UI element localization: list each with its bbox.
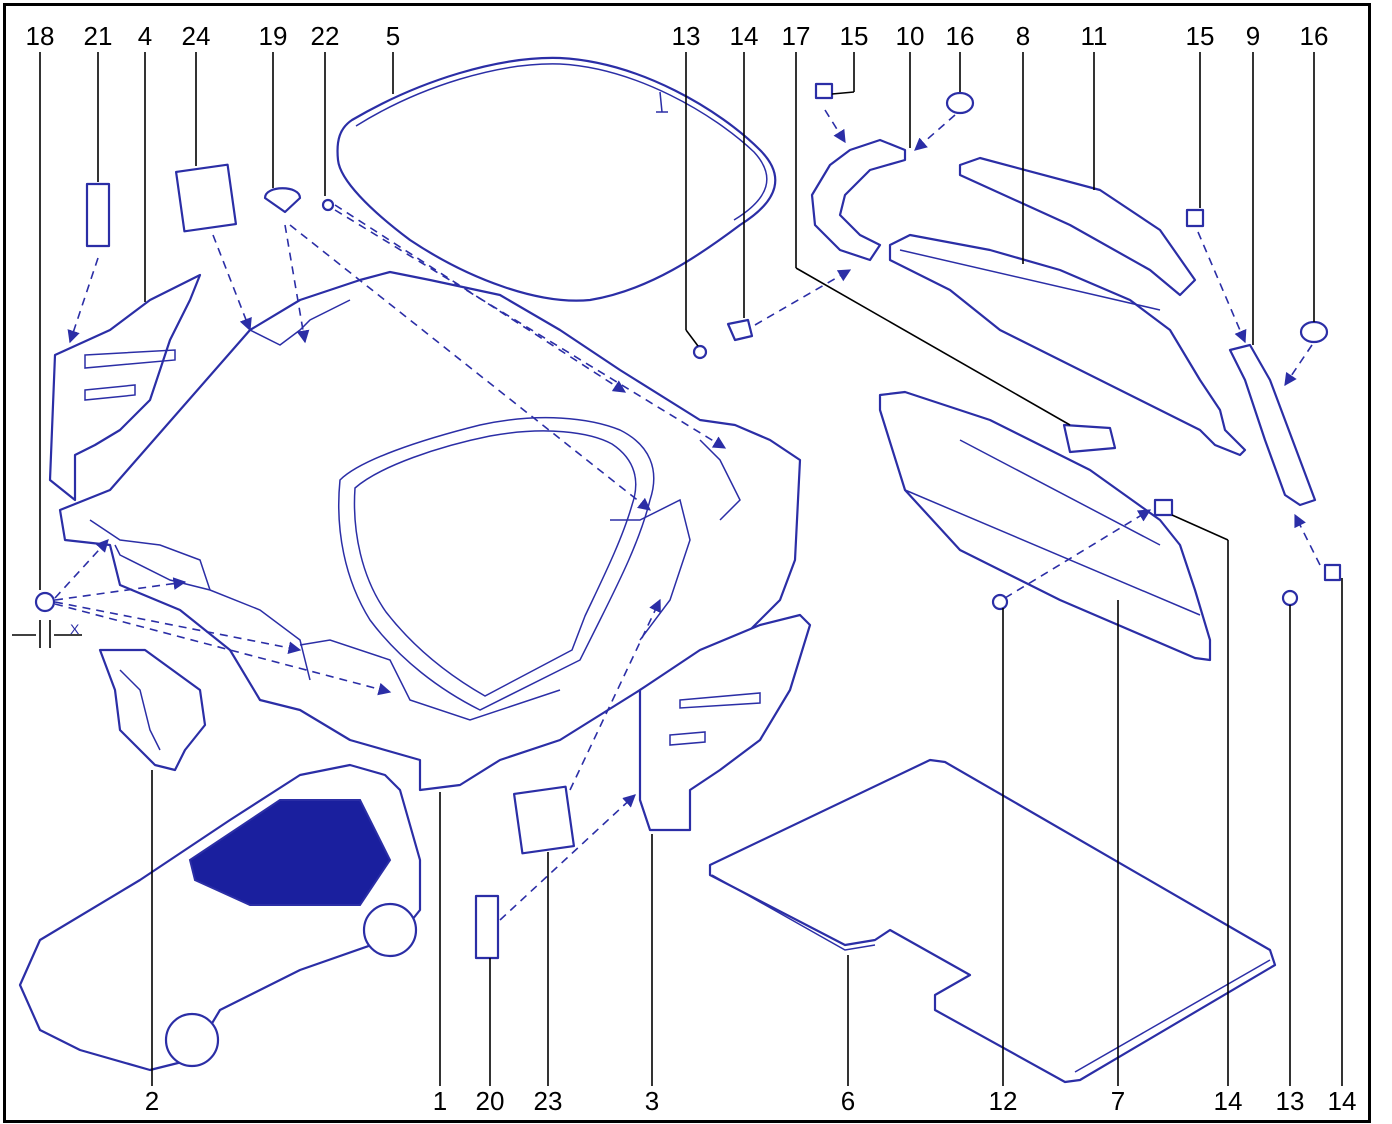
fasteners [34, 82, 1342, 960]
callout-19: 19 [259, 21, 288, 51]
callout-14-mid: 14 [1214, 1086, 1243, 1116]
callout-24: 24 [182, 21, 211, 51]
sill-trim-part [878, 390, 1212, 662]
callout-13-top: 13 [672, 21, 701, 51]
assembly-arrows [54, 109, 1321, 921]
callout-6: 6 [841, 1086, 855, 1116]
left-lower-trim-part [98, 648, 207, 772]
callout-14-bottom: 14 [1328, 1086, 1357, 1116]
callouts-top: 18 21 4 24 19 22 5 13 14 17 15 10 16 8 1… [26, 21, 1329, 51]
boot-liner-tub-part [58, 270, 802, 792]
c-pillar-trim-part [810, 138, 907, 262]
callout-8: 8 [1016, 21, 1030, 51]
car-location-thumbnail [18, 763, 422, 1072]
callout-1: 1 [433, 1086, 447, 1116]
callout-23: 23 [534, 1086, 563, 1116]
dimension-x-label: X [70, 621, 80, 637]
callout-21: 21 [84, 21, 113, 51]
callout-16-right: 16 [1300, 21, 1329, 51]
leader-lines [39, 52, 1343, 1086]
callout-20: 20 [476, 1086, 505, 1116]
callout-15-right: 15 [1186, 21, 1215, 51]
floor-carpet-part [708, 758, 1277, 1084]
parcel-shelf-part [336, 56, 777, 302]
right-pillar-trim-part [1228, 343, 1317, 507]
callout-4: 4 [138, 21, 152, 51]
callout-2: 2 [145, 1086, 159, 1116]
callout-12: 12 [989, 1086, 1018, 1116]
callout-22: 22 [311, 21, 340, 51]
left-side-trim-part [48, 273, 202, 502]
callout-17: 17 [782, 21, 811, 51]
callout-16-left: 16 [946, 21, 975, 51]
callout-15-left: 15 [840, 21, 869, 51]
dimension-x: X [12, 620, 82, 648]
callout-13-bottom: 13 [1276, 1086, 1305, 1116]
callout-9: 9 [1246, 21, 1260, 51]
callout-3: 3 [645, 1086, 659, 1116]
right-upper-trim-part [888, 233, 1247, 457]
callout-7: 7 [1111, 1086, 1125, 1116]
callout-5: 5 [386, 21, 400, 51]
right-lower-trim-part [638, 613, 812, 832]
callouts-bottom: 2 1 20 23 3 6 12 7 14 13 14 [145, 1086, 1357, 1116]
callout-11: 11 [1081, 21, 1108, 51]
callout-14-top: 14 [730, 21, 759, 51]
callout-10: 10 [896, 21, 925, 51]
callout-18: 18 [26, 21, 55, 51]
upper-strip-part [958, 156, 1197, 297]
